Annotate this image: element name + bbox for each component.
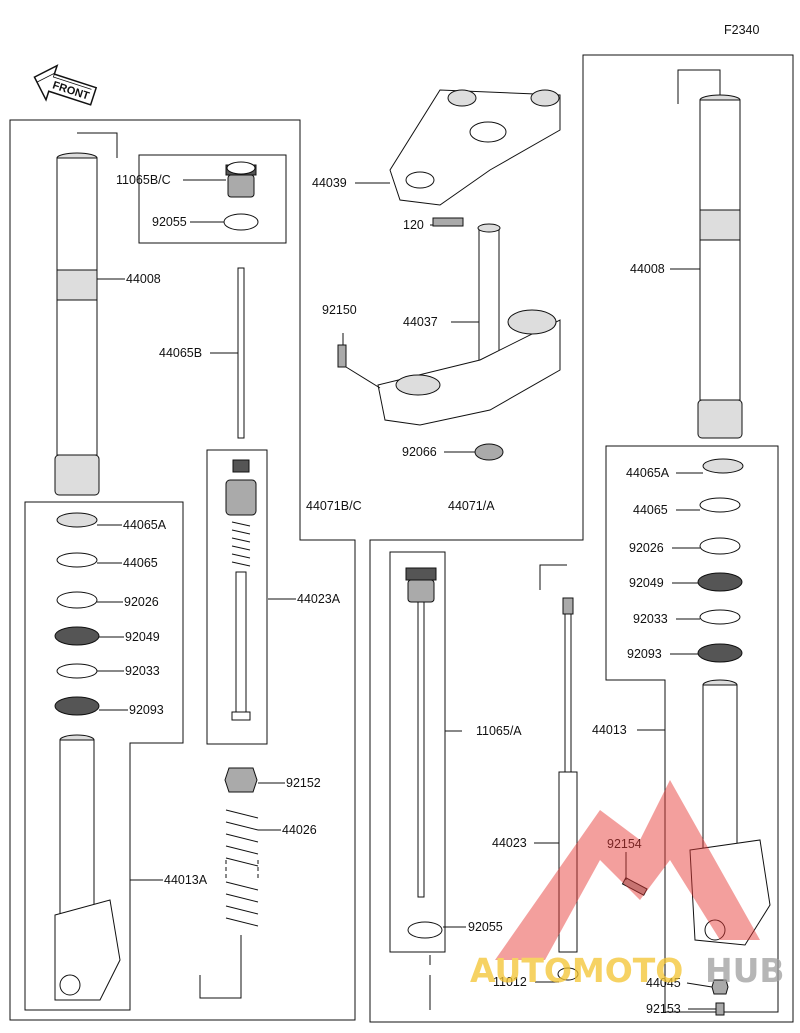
right-inner-tube (677, 69, 743, 439)
label-44008-right: 44008 (630, 262, 665, 276)
label-44065a-right: 44065A (626, 466, 670, 480)
frame-left-cap-group (138, 154, 287, 244)
label-44013: 44013 (592, 723, 627, 737)
watermark-logo: AUTOMOTO HUB (470, 780, 785, 990)
left-cartridge (225, 459, 257, 721)
right-cartridge (539, 564, 579, 981)
front-arrow-icon: FRONT (33, 64, 98, 106)
label-44065-right: 44065 (633, 503, 668, 517)
right-guide-bushing-a (702, 458, 744, 474)
label-92055-top: 92055 (152, 215, 187, 229)
label-11065b-c: 11065B/C (116, 173, 171, 187)
label-92093-left: 92093 (129, 703, 164, 717)
label-44013a: 44013A (164, 873, 208, 887)
frame-right-cap-group (389, 551, 446, 953)
left-nut (224, 767, 258, 793)
upper-triple-clamp (389, 89, 561, 206)
label-92093-right: 92093 (627, 647, 662, 661)
label-44065a-left: 44065A (123, 518, 167, 532)
left-fork-cap (225, 161, 257, 198)
frame-left-outer-tube-group (24, 501, 184, 1011)
left-guide-bushing-a (56, 512, 98, 528)
label-92152: 92152 (286, 776, 321, 790)
left-oil-seal (54, 626, 100, 646)
lower-clamp-bolt (337, 344, 347, 368)
left-washer (56, 591, 98, 609)
label-92033-right: 92033 (633, 612, 668, 626)
right-outer-tube (689, 679, 771, 946)
label-44023a: 44023A (297, 592, 341, 606)
label-44065-left: 44065 (123, 556, 158, 570)
label-44065b: 44065B (159, 346, 202, 360)
left-dust-seal (54, 696, 100, 716)
label-11065-a: 11065/A (476, 724, 522, 738)
label-92153: 92153 (646, 1002, 681, 1016)
label-44026: 44026 (282, 823, 317, 837)
right-clip (699, 609, 741, 625)
label-92049-right: 92049 (629, 576, 664, 590)
label-44071b-c: 44071B/C (306, 499, 362, 513)
left-clip (56, 663, 98, 679)
left-fork-spring (225, 809, 259, 927)
label-92055-bottom: 92055 (468, 920, 503, 934)
label-92049-left: 92049 (125, 630, 160, 644)
right-oil-seal (697, 572, 743, 592)
left-outer-tube (54, 734, 121, 1001)
frame-right-outer-tube-group (605, 445, 779, 1013)
label-92150: 92150 (322, 303, 357, 317)
left-guide-bushing (56, 552, 98, 568)
left-inner-tube (54, 132, 118, 496)
axle-pinch-bolt (621, 877, 648, 896)
right-guide-bushing (699, 497, 741, 513)
bolt-92153 (715, 1002, 725, 1016)
frame-left-assembly (9, 119, 356, 1021)
right-fork-cap (405, 567, 437, 898)
label-44039: 44039 (312, 176, 347, 190)
label-44008-left: 44008 (126, 272, 161, 286)
label-44037: 44037 (403, 315, 438, 329)
frame-left-cartridge-group (206, 449, 268, 745)
stem-bearing (474, 443, 504, 461)
watermark-text-part1: AUTOMOTO (470, 951, 683, 990)
label-44071-a: 44071/A (448, 499, 495, 513)
clamp-bolt (432, 217, 464, 227)
watermark-text-part2: HUB (705, 951, 785, 990)
lower-triple-clamp (377, 309, 561, 426)
label-11012: 11012 (493, 975, 527, 989)
label-120: 120 (403, 218, 424, 232)
label-92033-left: 92033 (125, 664, 160, 678)
right-washer (699, 537, 741, 555)
right-bottom-o-ring (407, 921, 443, 939)
label-44045: 44045 (646, 976, 681, 990)
label-44023: 44023 (492, 836, 527, 850)
frame-right-assembly (369, 54, 794, 1023)
label-92066: 92066 (402, 445, 437, 459)
left-top-o-ring (223, 213, 259, 231)
left-damper-rod (237, 267, 245, 439)
label-92026-right: 92026 (629, 541, 664, 555)
right-dust-seal (697, 643, 743, 663)
label-92154: 92154 (607, 837, 642, 851)
figure-code: F2340 (724, 23, 759, 37)
label-92026-left: 92026 (124, 595, 159, 609)
